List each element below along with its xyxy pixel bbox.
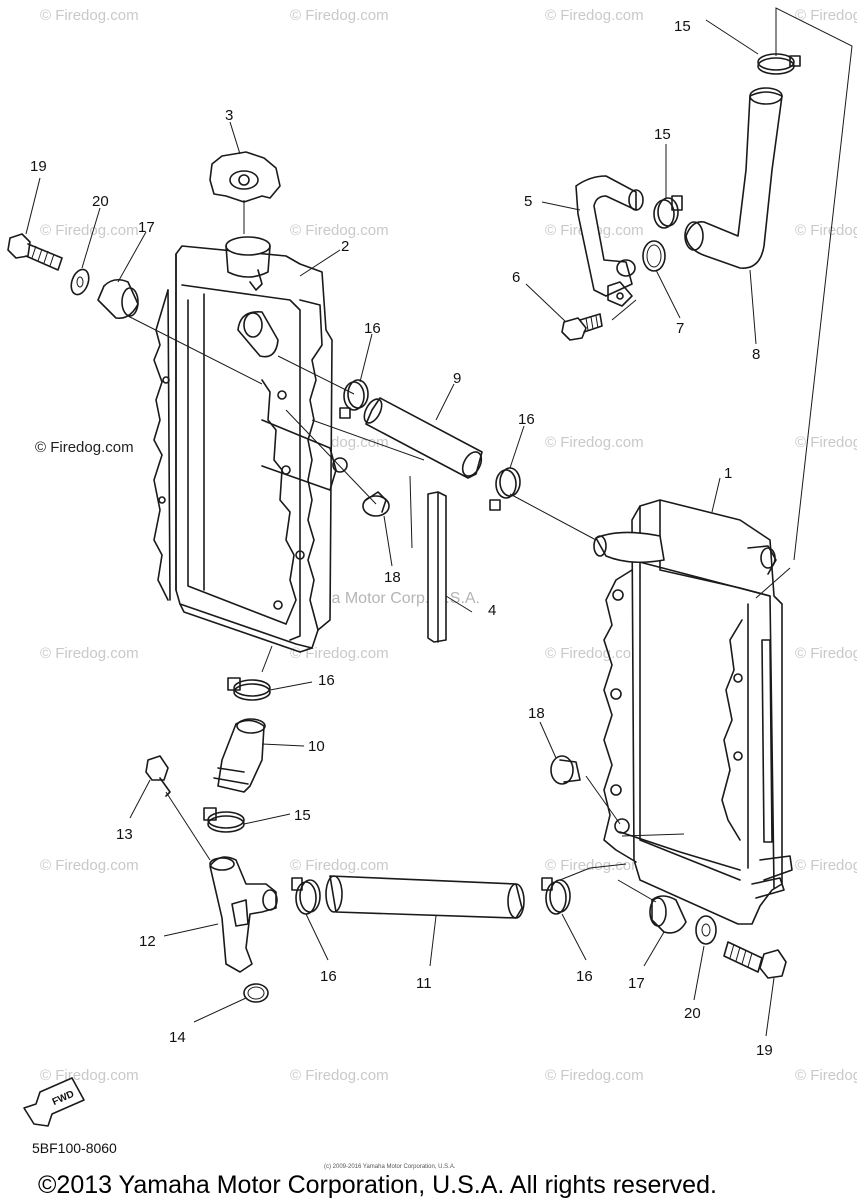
callout-16-a: 16 bbox=[364, 320, 381, 337]
watermark: © Firedog.com bbox=[290, 222, 389, 239]
callout-16-b: 16 bbox=[518, 411, 535, 428]
strip-4 bbox=[427, 491, 447, 643]
leader-lines bbox=[25, 19, 775, 1037]
callout-labels: 1 2 3 4 5 6 7 8 9 10 11 12 13 14 15 15 1… bbox=[30, 18, 773, 1059]
o-ring-14 bbox=[243, 983, 269, 1003]
callout-1: 1 bbox=[724, 465, 732, 482]
callout-3: 3 bbox=[225, 107, 233, 124]
callout-16-d: 16 bbox=[320, 968, 337, 985]
callout-5: 5 bbox=[524, 193, 532, 210]
o-ring-14-inner bbox=[247, 986, 265, 1000]
watermark: © Firedog.com bbox=[290, 857, 389, 874]
hose-8 bbox=[684, 87, 783, 269]
callout-10: 10 bbox=[308, 738, 325, 755]
callout-14: 14 bbox=[169, 1029, 186, 1046]
callout-12: 12 bbox=[139, 933, 156, 950]
watermark: © Firedog.com bbox=[795, 7, 857, 24]
watermark: © Firedog.com bbox=[290, 1067, 389, 1084]
callout-18-upper: 18 bbox=[384, 569, 401, 586]
callout-18-right: 18 bbox=[528, 705, 545, 722]
watermark: © Firedog.com bbox=[795, 222, 857, 239]
callout-19-left: 19 bbox=[30, 158, 47, 175]
callout-17-left: 17 bbox=[138, 219, 155, 236]
watermark: © Firedog.com bbox=[545, 1067, 644, 1084]
bolt-13 bbox=[145, 755, 171, 797]
callout-4: 4 bbox=[488, 602, 496, 619]
callout-13: 13 bbox=[116, 826, 133, 843]
watermark: © Firedog.com bbox=[40, 1067, 139, 1084]
mount-hardware bbox=[7, 233, 787, 979]
copyright-notice: ©2013 Yamaha Motor Corporation, U.S.A. A… bbox=[38, 1171, 717, 1199]
callout-17-right: 17 bbox=[628, 975, 645, 992]
right-radiator bbox=[593, 499, 793, 925]
pipe-5 bbox=[575, 175, 644, 307]
callout-15-mid: 15 bbox=[654, 126, 671, 143]
callout-11: 11 bbox=[416, 975, 432, 992]
watermark: © Firedog.com bbox=[545, 645, 644, 662]
connection-lines bbox=[127, 7, 853, 903]
callout-2: 2 bbox=[341, 238, 349, 255]
joint-12 bbox=[209, 856, 278, 973]
o-ring-7 bbox=[642, 240, 666, 272]
watermark: © Firedog.com bbox=[545, 434, 644, 451]
callout-16-e: 16 bbox=[576, 968, 593, 985]
watermark: © Firedog.com bbox=[40, 645, 139, 662]
left-radiator bbox=[153, 236, 348, 653]
radiator-cap bbox=[209, 151, 281, 234]
callout-20-left: 20 bbox=[92, 193, 109, 210]
callout-9: 9 bbox=[453, 370, 461, 387]
o-ring-7-inner bbox=[646, 244, 662, 268]
callout-15-top: 15 bbox=[674, 18, 691, 35]
watermark: © Firedog.com bbox=[290, 7, 389, 24]
callout-15-low: 15 bbox=[294, 807, 311, 824]
callout-16-c: 16 bbox=[318, 672, 335, 689]
clamps bbox=[203, 53, 801, 915]
callout-20-right: 20 bbox=[684, 1005, 701, 1022]
callout-19-right: 19 bbox=[756, 1042, 773, 1059]
callout-6: 6 bbox=[512, 269, 520, 286]
bolt-6 bbox=[561, 313, 603, 341]
fine-print: (c) 2009-2016 Yamaha Motor Corporation, … bbox=[324, 1164, 456, 1170]
watermark: © Firedog.com bbox=[290, 645, 389, 662]
watermark: © Firedog.com bbox=[40, 857, 139, 874]
watermark: © Firedog.com bbox=[795, 434, 857, 451]
watermark: © Firedog.com bbox=[795, 1067, 857, 1084]
watermark: © Firedog.com bbox=[795, 645, 857, 662]
watermark: © Firedog.com bbox=[40, 222, 139, 239]
watermark: © Firedog.com bbox=[40, 7, 139, 24]
watermark: © Firedog.com bbox=[795, 857, 857, 874]
fwd-arrow-icon: FWD bbox=[23, 1077, 85, 1127]
watermark: © Firedog.com bbox=[545, 857, 644, 874]
watermark: © Firedog.com bbox=[545, 7, 644, 24]
callout-8: 8 bbox=[752, 346, 760, 363]
callout-7: 7 bbox=[676, 320, 684, 337]
hose-11 bbox=[325, 875, 525, 919]
hose-9 bbox=[363, 397, 483, 479]
watermark-dark: © Firedog.com bbox=[35, 439, 134, 456]
hose-10 bbox=[213, 718, 266, 793]
diagram-code: 5BF100-8060 bbox=[32, 1140, 117, 1156]
